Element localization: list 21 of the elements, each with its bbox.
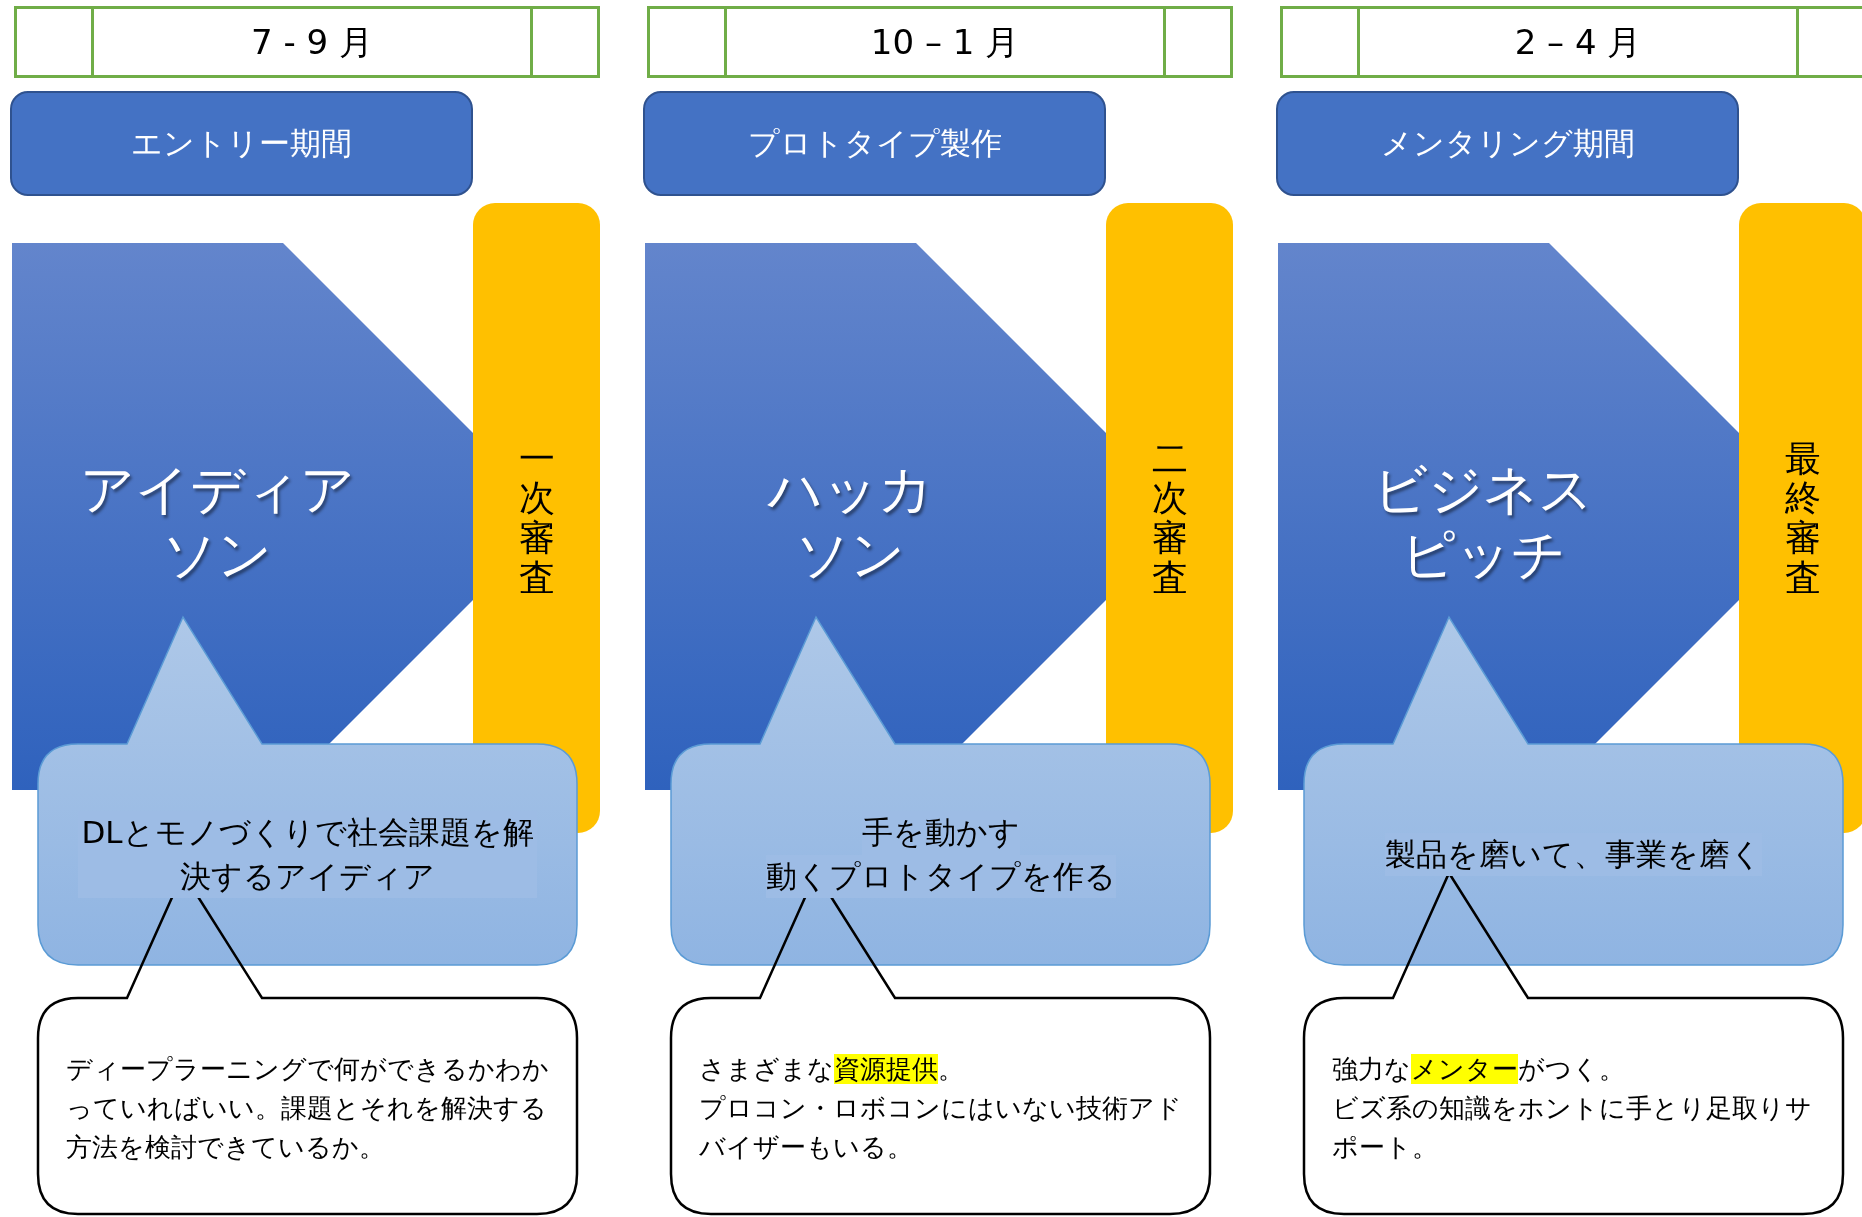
phase-banner: メンタリング期間 <box>1276 91 1739 196</box>
timeline-cell <box>14 6 600 78</box>
bubble-text: ディープラーニングで何ができるかわかっていればいい。課題とそれを解決する方法を検討できているか。 <box>66 1053 550 1164</box>
timeline-cell <box>647 6 1233 78</box>
review-label: 一次審査 <box>518 438 555 598</box>
review-label: 二次審査 <box>1151 438 1188 598</box>
bubble-text: プロコン・ロボコンにはいない技術アドバイザーもいる。 <box>699 1092 1183 1164</box>
phase-banner: プロトタイプ製作 <box>643 91 1106 196</box>
phase-banner: エントリー期間 <box>10 91 473 196</box>
bubble-text: ビズ系の知識をホントに手とり足取りサポート。 <box>1332 1092 1813 1164</box>
bubble-text: 動くプロトタイプを作る <box>765 854 1116 898</box>
stage-title: ビジネスピッチ <box>1372 458 1594 588</box>
review-label: 最終審査 <box>1784 438 1821 598</box>
bubble-text: さまざまな資源提供。 <box>699 1053 965 1086</box>
stage-title: アイディアソン <box>78 458 356 588</box>
stage-title: ハッカソン <box>766 458 934 588</box>
period-label: 2 – 4 月 <box>1513 21 1643 64</box>
period-label: 10 – 1 月 <box>869 21 1021 64</box>
bubble-text: 強力なメンターがつく。 <box>1332 1053 1626 1086</box>
period-label: 7 - 9 月 <box>250 21 374 64</box>
timeline-cell <box>1280 6 1862 78</box>
